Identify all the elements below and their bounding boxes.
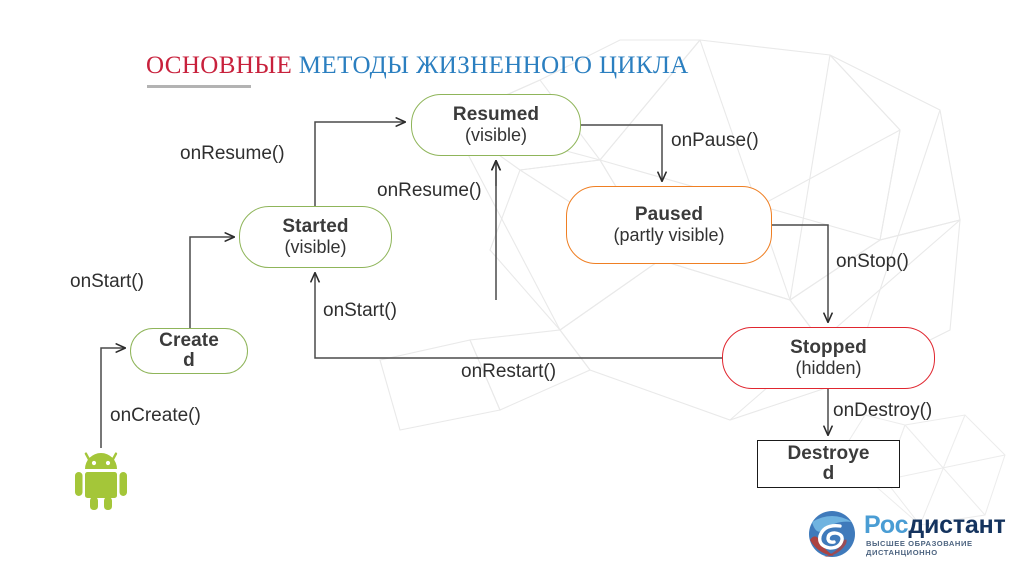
state-node-created[interactable]: Create d [130, 328, 248, 374]
state-subtitle: (hidden) [795, 357, 862, 378]
edge-label-onstart-1: onStart() [70, 271, 144, 292]
android-robot-icon [75, 452, 127, 510]
edge-oncreate [100, 348, 125, 448]
edge-label-oncreate: onCreate() [110, 405, 201, 426]
edge-onpause [581, 124, 662, 181]
brand-name-dark: дистант [908, 511, 1006, 539]
state-node-destroyed[interactable]: Destroye d [757, 440, 900, 488]
state-title-wrap: d [822, 463, 835, 484]
edge-onstop [772, 224, 828, 322]
state-subtitle: (visible) [464, 124, 527, 145]
state-node-started[interactable]: Started (visible) [239, 206, 392, 268]
edge-label-ondestroy: onDestroy() [833, 400, 933, 421]
state-title: Destroye [787, 443, 870, 465]
edge-label-onresume-1: onResume() [180, 143, 285, 164]
edge-label-onrestart: onRestart() [461, 361, 557, 382]
state-title: Resumed [452, 104, 540, 126]
rosdistant-wordmark: Росдистант [864, 511, 1006, 540]
title-underline [147, 85, 251, 88]
edge-label-onpause: onPause() [671, 130, 759, 151]
brand-tagline: ВЫСШЕЕ ОБРАЗОВАНИЕ ДИСТАНЦИОННО [866, 539, 973, 557]
edge-label-onresume-2: onResume() [377, 180, 482, 201]
state-node-resumed[interactable]: Resumed (visible) [411, 94, 581, 156]
brand-name-light: Рос [864, 511, 909, 539]
page-title-red: ОСНОВНЫЕ [146, 52, 293, 79]
state-subtitle: (visible) [284, 236, 347, 257]
state-node-paused[interactable]: Paused (partly visible) [566, 186, 772, 264]
state-title: Stopped [790, 337, 867, 359]
state-subtitle: (partly visible) [613, 224, 725, 245]
state-title: Create [159, 330, 219, 352]
state-title-wrap: d [183, 350, 195, 371]
state-title: Started [282, 216, 349, 238]
page-title: ОСНОВНЫЕ МЕТОДЫ ЖИЗНЕННОГО ЦИКЛА [146, 52, 689, 80]
state-title: Paused [634, 204, 704, 226]
edge-label-onstart-2: onStart() [323, 300, 397, 321]
state-node-stopped[interactable]: Stopped (hidden) [722, 327, 935, 389]
page-title-blue: МЕТОДЫ ЖИЗНЕННОГО ЦИКЛА [292, 52, 689, 79]
edge-label-onstop: onStop() [836, 251, 909, 272]
